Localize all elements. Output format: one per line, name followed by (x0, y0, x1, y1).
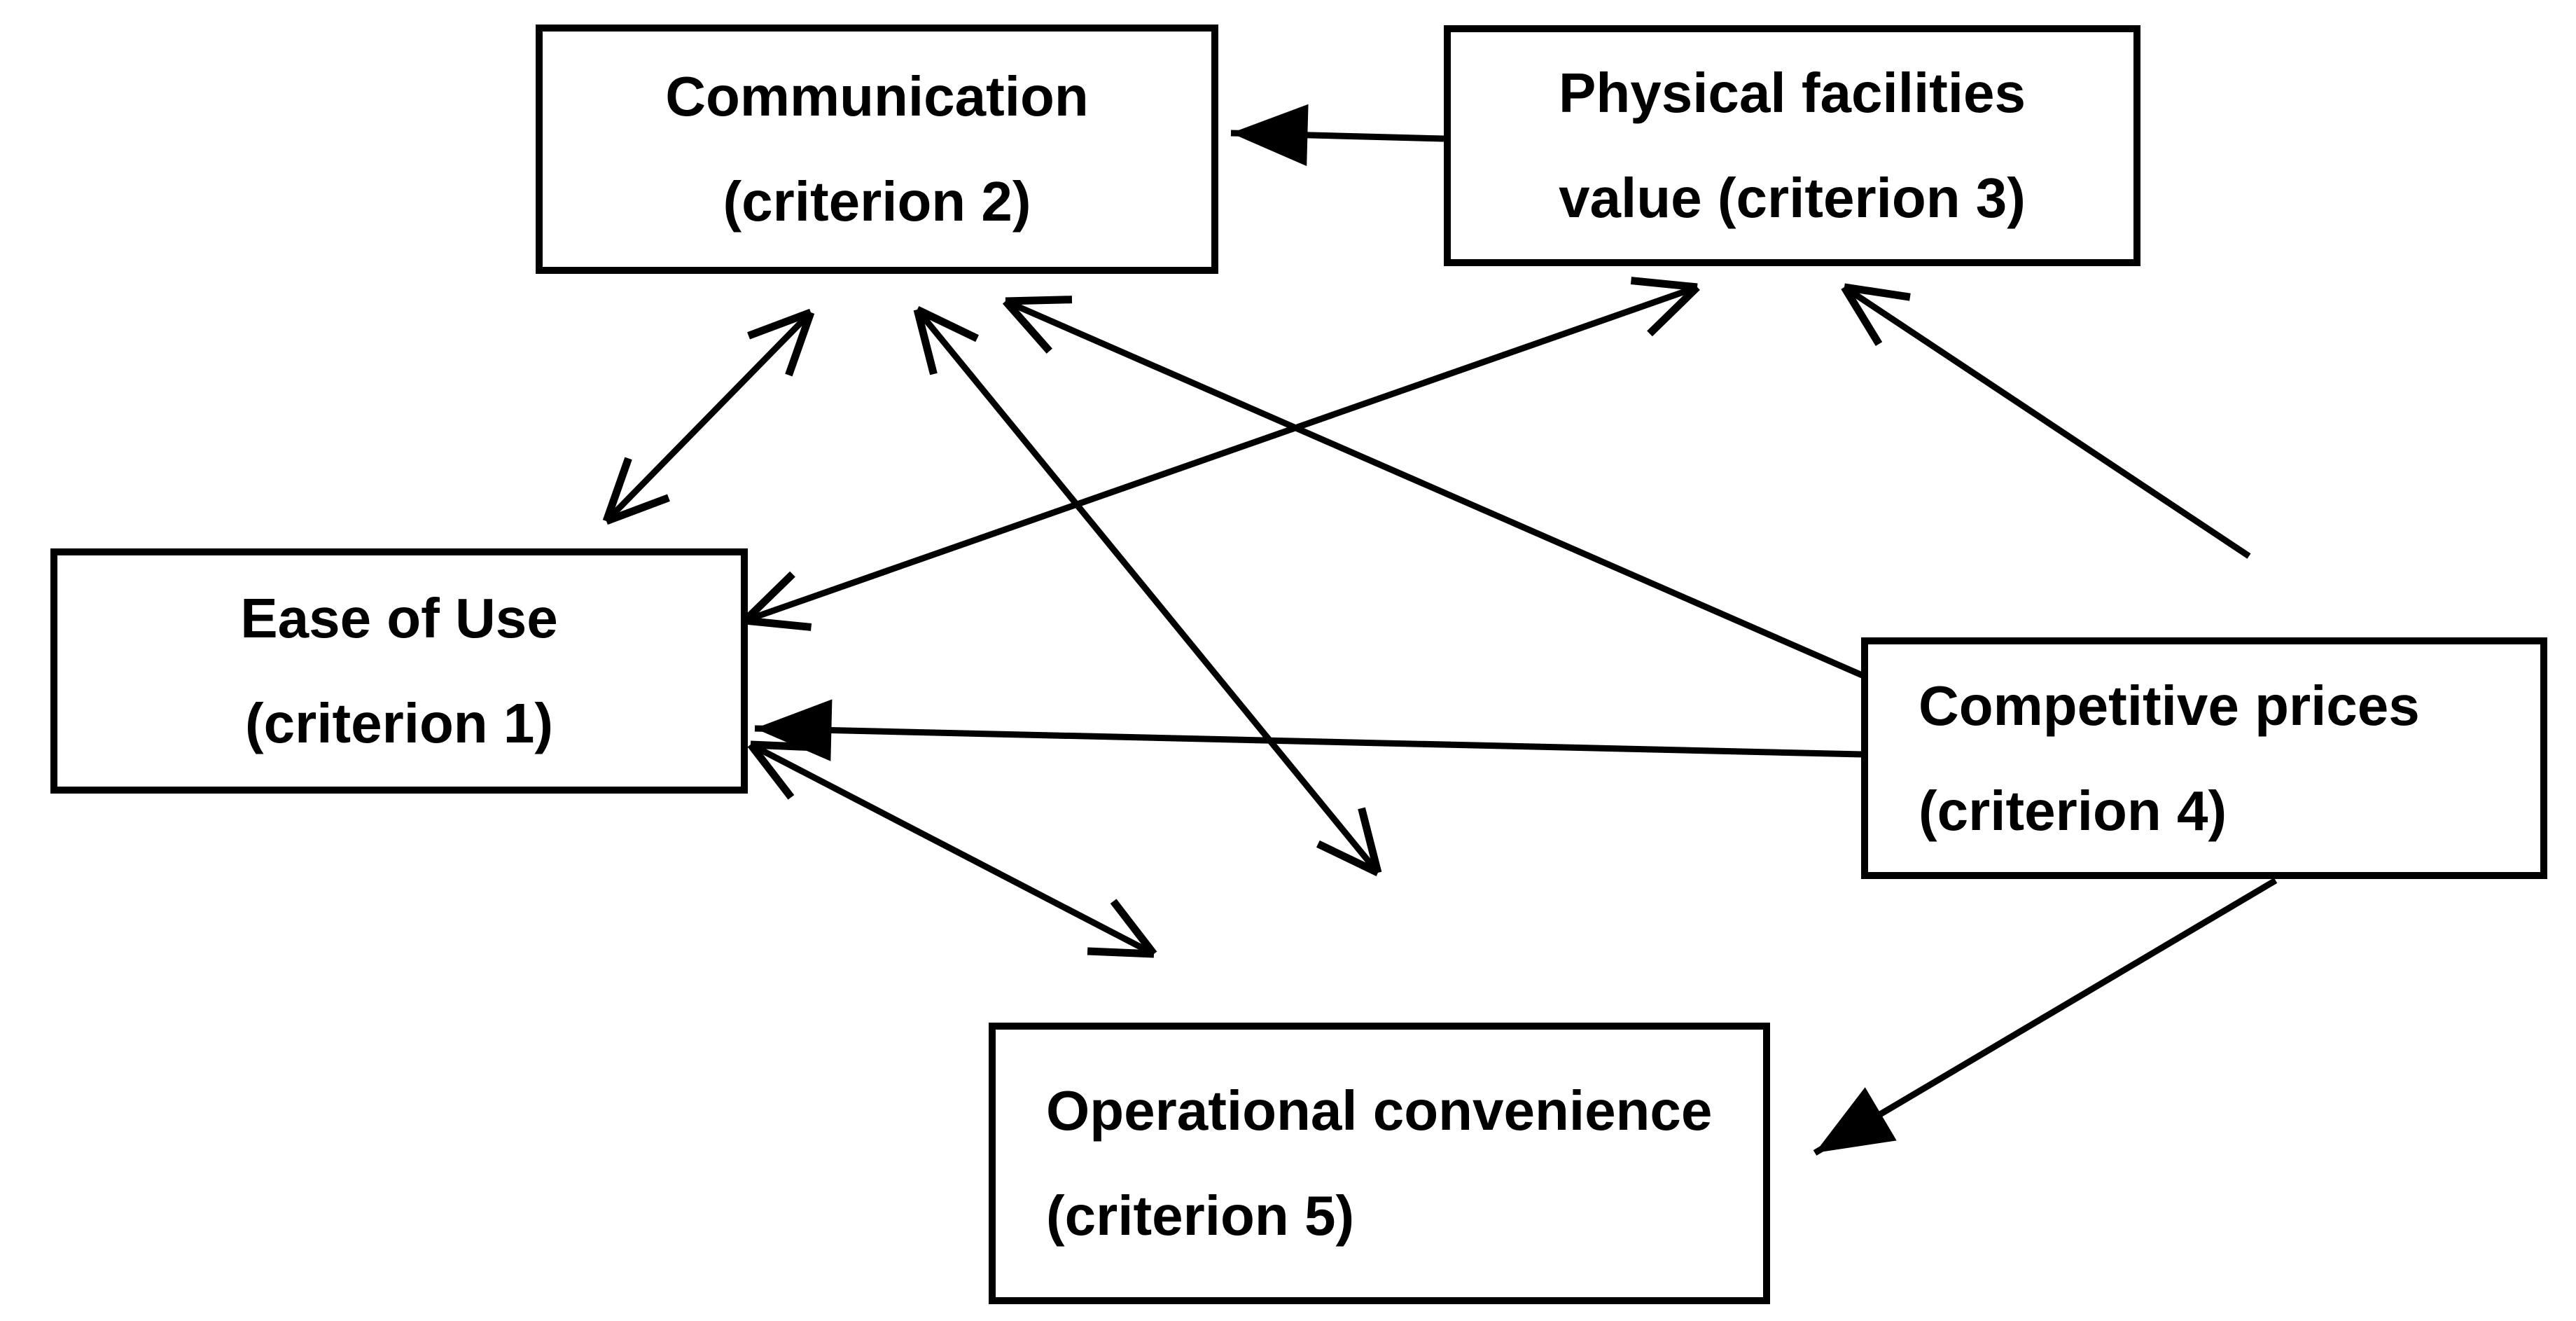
node-communication: Communication (criterion 2) (536, 25, 1218, 274)
node-operational-convenience-label: Operational convenience (1046, 1079, 1713, 1142)
node-competitive-prices-label: Competitive prices (1919, 674, 2420, 737)
edge-communication-operational-two-way (913, 306, 1382, 876)
edge-competitive-prices-to-communication (1002, 296, 1867, 680)
node-physical-facilities-label: Physical facilities (1558, 62, 2026, 124)
node-physical-facilities-value: Physical facilities value (criterion 3) (1444, 25, 2140, 266)
edge-physical-facilities-to-communication (1230, 104, 1444, 167)
edge-ease-of-use-operational-two-way (747, 740, 1157, 958)
edge-ease-of-use-physical-facilities-two-way (742, 277, 1700, 631)
edge-competitive-prices-to-operational (1813, 878, 2278, 1156)
node-ease-of-use: Ease of Use (criterion 1) (50, 548, 748, 794)
node-operational-convenience-sublabel: (criterion 5) (1046, 1184, 1355, 1247)
node-competitive-prices-sublabel: (criterion 4) (1919, 779, 2227, 842)
edge-communication-ease-of-use-two-way (602, 308, 815, 525)
node-physical-facilities-sublabel: value (criterion 3) (1559, 167, 2026, 229)
node-ease-of-use-label: Ease of Use (240, 587, 558, 649)
edge-competitive-prices-to-physical-facilities (1841, 283, 2251, 559)
node-competitive-prices: Competitive prices (criterion 4) (1861, 637, 2547, 879)
node-communication-label: Communication (665, 65, 1089, 127)
node-communication-sublabel: (criterion 2) (723, 170, 1031, 233)
node-operational-convenience: Operational convenience (criterion 5) (989, 1023, 1770, 1304)
edge-competitive-prices-to-ease-of-use (754, 699, 1863, 761)
node-ease-of-use-sublabel: (criterion 1) (244, 692, 554, 754)
